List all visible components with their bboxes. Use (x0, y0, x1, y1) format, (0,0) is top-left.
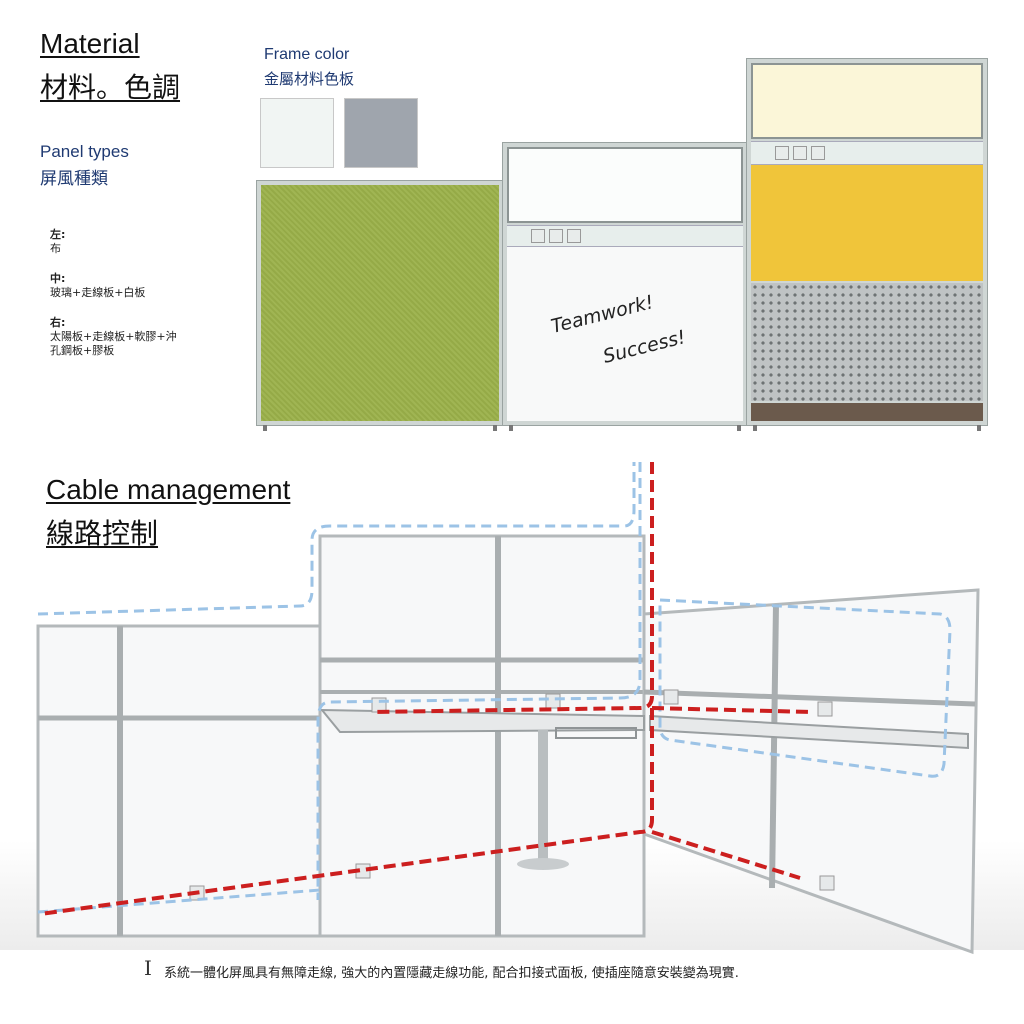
solar-panel-section (751, 63, 983, 139)
cable-strip-middle (507, 225, 743, 247)
material-heading-en: Material (40, 28, 140, 59)
whiteboard-line-2: Success! (601, 326, 688, 368)
caption-text: 系統一體化屏風具有無障走線, 強大的內置隱藏走線功能, 配合扣接式面板, 使插座… (164, 966, 739, 981)
fabric-yellow-section (751, 165, 983, 281)
outlet-icon (567, 229, 581, 243)
partition-right-return (642, 588, 980, 955)
outlet-icon (793, 146, 807, 160)
frame-color-swatch-grey (344, 98, 418, 168)
panel-fabric-left (256, 180, 504, 431)
desk-left (319, 708, 645, 734)
frame-color-swatch-white (260, 98, 334, 168)
frame-color-label-zh: 金屬材料色板 (264, 70, 355, 88)
desk-right (649, 714, 969, 750)
spine-base (517, 858, 569, 870)
fabric-green-surface (261, 185, 499, 421)
panel-right-desc: 右: 太陽板+走線板+軟膠+沖 孔鋼板+膠板 (50, 316, 177, 358)
panel-middle-title: 中: (50, 272, 66, 285)
panel-mixed-right (746, 58, 988, 431)
panel-types-label-zh: 屏風種類 (40, 169, 108, 189)
cable-basket (555, 727, 637, 739)
outlet-icon (775, 146, 789, 160)
panel-left-desc: 左: 布 (50, 228, 65, 256)
panel-middle-desc: 中: 玻璃+走線板+白板 (50, 272, 145, 300)
panel-types-label-en: Panel types (40, 142, 129, 161)
panel-middle-text: 玻璃+走線板+白板 (50, 286, 146, 299)
whiteboard-line-1: Teamwork! (549, 291, 656, 338)
cable-route-blue (37, 462, 952, 914)
panel-left-title: 左: (50, 228, 66, 241)
frame-color-label-en: Frame color (264, 46, 350, 63)
glass-section (507, 147, 743, 223)
cable-heading-zh: 線路控制 (46, 517, 159, 550)
outlet-icon (531, 229, 545, 243)
cable-route-red (39, 462, 813, 916)
partition-left-run (36, 624, 322, 938)
perforated-steel-section (751, 283, 983, 401)
cable-heading-en: Cable management (46, 474, 291, 505)
panel-left-text: 布 (50, 242, 61, 255)
whiteboard-section: Teamwork! Success! (507, 247, 743, 421)
workstation-cable-illustration (0, 462, 1024, 955)
panel-right-text-2: 孔鋼板+膠板 (50, 344, 115, 357)
caption-marker-icon: I (144, 956, 152, 980)
cable-spine (538, 730, 548, 862)
outlet-icon (811, 146, 825, 160)
panel-glass-whiteboard: Teamwork! Success! (502, 142, 748, 431)
cable-strip-right (751, 141, 983, 165)
outlet-icon (549, 229, 563, 243)
material-heading-zh: 材料。色調 (40, 71, 181, 104)
wood-laminate-section (751, 403, 983, 421)
panel-right-text-1: 太陽板+走線板+軟膠+沖 (50, 330, 177, 343)
panel-right-title: 右: (50, 316, 66, 329)
whiteboard-writing: Teamwork! Success! (549, 291, 688, 368)
